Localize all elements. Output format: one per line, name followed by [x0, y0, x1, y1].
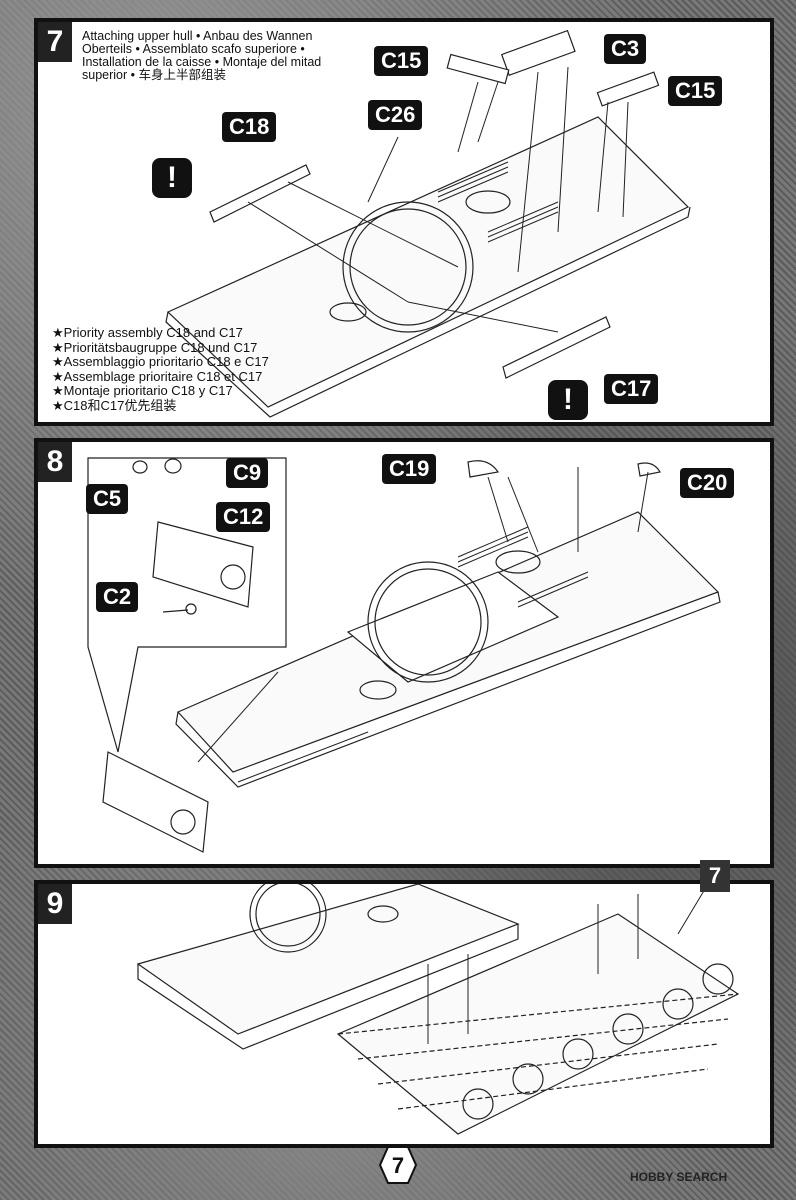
step-title: Attaching upper hull • Anbau des Wannen …	[82, 29, 322, 82]
page-number: 7	[391, 1153, 405, 1178]
watermark: HOBBY SEARCH	[630, 1170, 728, 1184]
reference-step-badge: 7	[700, 860, 730, 892]
step-number: 9	[38, 884, 72, 924]
part-label-c15: C15	[374, 46, 429, 76]
note-line: ★Assemblage prioritaire C18 et C17	[52, 368, 263, 384]
upper-hull-drawing	[165, 29, 691, 418]
note-line: ★Assemblaggio prioritario C18 e C17	[52, 354, 269, 369]
step-number: 7	[38, 22, 72, 62]
part-label-c19: C19	[382, 454, 437, 484]
hull-assembly-drawing	[136, 884, 740, 1135]
step-9-panel: 9	[34, 880, 774, 1148]
part-label-c26: C26	[368, 100, 423, 130]
part-label-c5: C5	[86, 484, 129, 514]
hull-detail-drawing	[87, 457, 721, 853]
part-label-c18: C18	[222, 112, 277, 142]
warning-icon: !	[548, 380, 588, 420]
note-line: ★Priority assembly C18 and C17	[52, 325, 243, 340]
part-label-c2: C2	[96, 582, 139, 612]
page-number-badge	[378, 1146, 418, 1184]
priority-notes: ★Priority assembly C18 and C17 ★Prioritä…	[52, 325, 269, 413]
note-line: ★Prioritätsbaugruppe C18 und C17	[52, 339, 258, 355]
part-label-c15: C15	[668, 76, 723, 106]
note-line: ★Montaje prioritario C18 y C17	[52, 383, 233, 398]
step-8-panel: 8	[34, 438, 774, 868]
part-label-c20: C20	[680, 468, 735, 498]
warning-icon: !	[152, 158, 192, 198]
part-label-c3: C3	[604, 34, 647, 64]
step-7-panel: 7 Attaching upper hull • Anbau des Wanne…	[34, 18, 774, 426]
part-label-c9: C9	[226, 458, 269, 488]
part-label-c12: C12	[216, 502, 271, 532]
part-label-c17: C17	[604, 374, 659, 404]
note-line: ★C18和C17优先组装	[52, 397, 177, 413]
step-number: 8	[38, 442, 72, 482]
